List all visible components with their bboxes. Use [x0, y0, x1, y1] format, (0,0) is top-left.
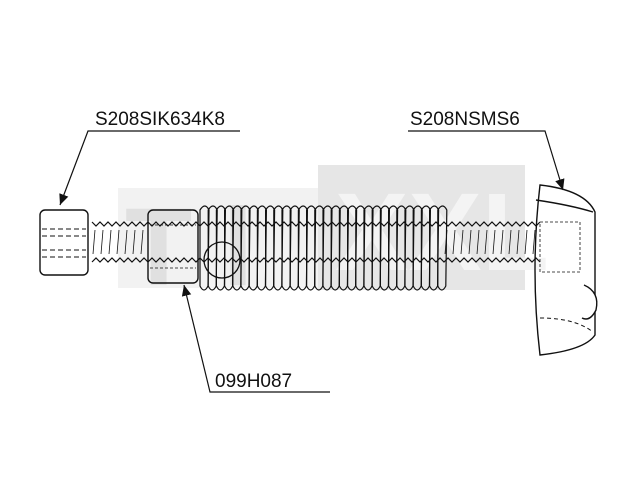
watermark: T l XXL	[118, 165, 549, 309]
cross-hole	[203, 241, 241, 279]
callout-099h087: 099H087	[181, 284, 330, 393]
barrel-nut	[534, 184, 598, 356]
socket-head-screw-head	[39, 209, 89, 276]
callout-s208sik634k8: S208SIK634K8	[59, 109, 240, 206]
part-label: 099H087	[215, 371, 292, 392]
part-label: S208SIK634K8	[95, 109, 225, 130]
part-label: S208NSMS6	[410, 109, 520, 130]
callout-s208nsms6: S208NSMS6	[408, 109, 565, 191]
sleeve	[147, 209, 199, 284]
coil-spring	[199, 205, 448, 291]
watermark-text-right: XXL	[335, 171, 549, 294]
